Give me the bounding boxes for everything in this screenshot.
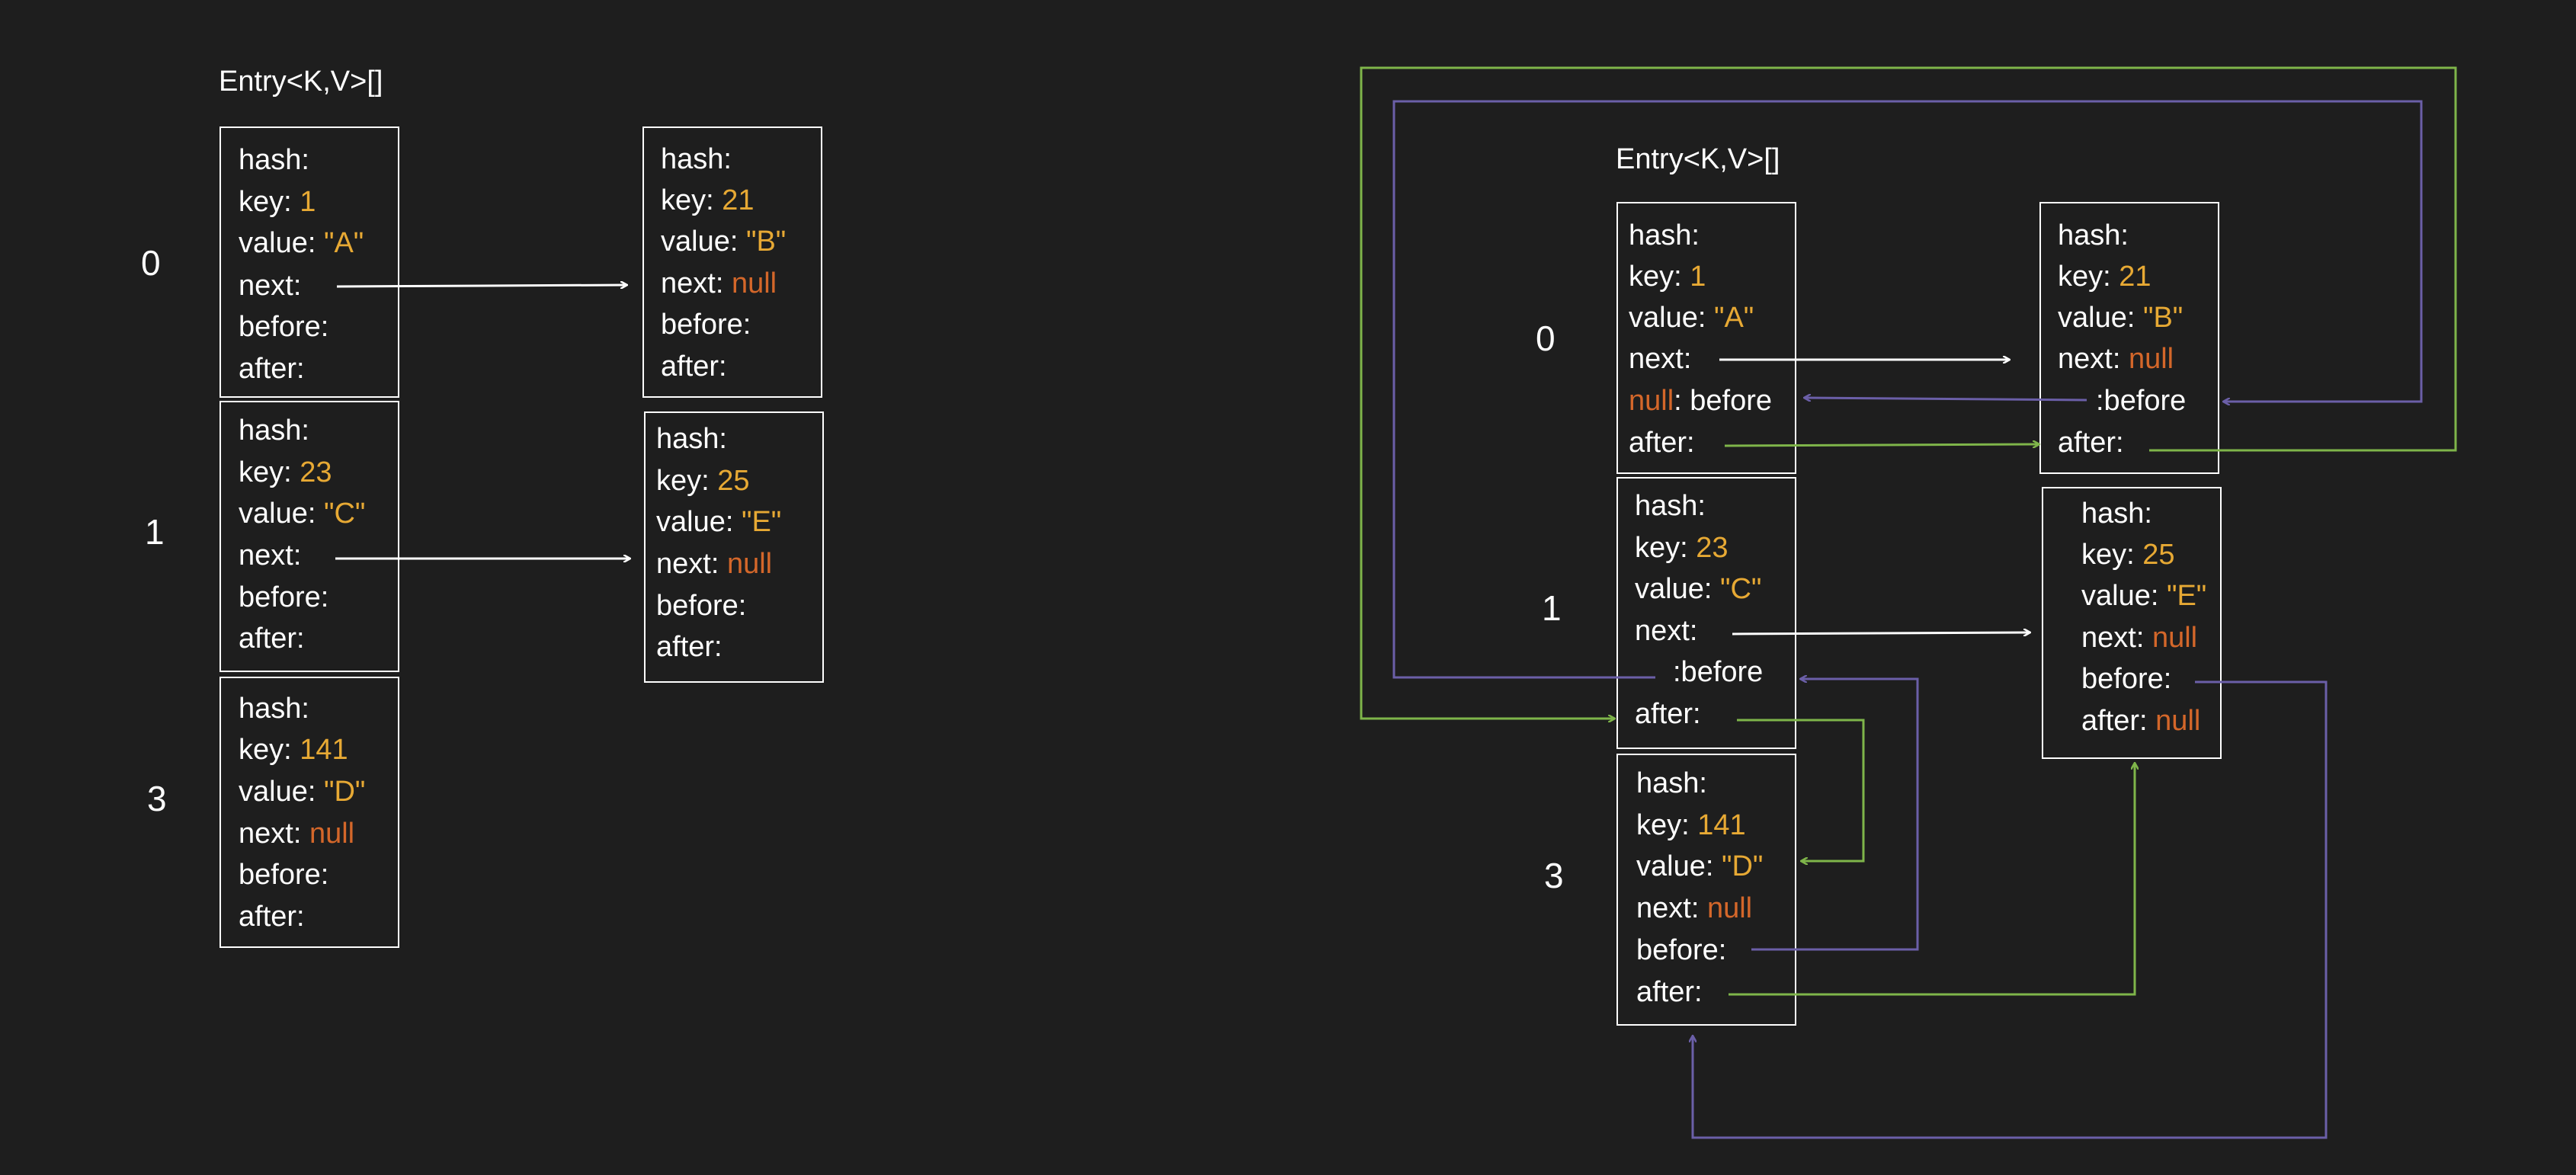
right-entry-b-before: :before (2096, 385, 2187, 417)
right-entry-b-next: next: null (2058, 343, 2174, 375)
left-entry-c-value: value: "C" (239, 498, 366, 530)
right-entry-a-next: next: (1629, 343, 1692, 375)
right-entry-a-box (1616, 202, 1796, 474)
right-entry-e-box (2042, 487, 2222, 759)
left-entry-c-key: key: 23 (239, 456, 332, 488)
right-entry-c-next: next: (1635, 615, 1698, 647)
left-entry-e-hash: hash: (656, 423, 727, 455)
right-entry-c-key: key: 23 (1635, 532, 1729, 564)
right-index-0: 0 (1536, 319, 1556, 358)
left-entry-e-box (644, 411, 824, 683)
left-entry-b-key: key: 21 (661, 184, 755, 216)
left-entry-d-next: next: null (239, 818, 355, 850)
right-entry-a-value: value: "A" (1629, 302, 1754, 334)
left-entry-a-hash: hash: (239, 144, 309, 176)
right-entry-a-before: null: before (1629, 385, 1773, 417)
right-entry-a-hash: hash: (1629, 219, 1700, 251)
right-entry-a-key: key: 1 (1629, 261, 1706, 293)
right-c-next-arrow (1732, 632, 2030, 634)
right-d-before-arrow (1751, 679, 1919, 951)
left-entry-d-value: value: "D" (239, 776, 366, 808)
right-b-before-arrow (1805, 398, 2087, 400)
left-entry-a-after: after: (239, 353, 305, 385)
right-entry-d-hash: hash: (1636, 767, 1707, 799)
right-entry-e-next: next: null (2081, 622, 2198, 654)
left-entry-b-box (642, 126, 822, 398)
left-entry-d-before: before: (239, 859, 329, 891)
right-entry-e-before: before: (2081, 663, 2172, 695)
left-entry-d-key: key: 141 (239, 734, 348, 766)
right-d-after-arrow (1729, 764, 2135, 996)
left-entry-e-before: before: (656, 590, 747, 622)
left-entry-b-after: after: (661, 351, 727, 383)
right-entry-c-value: value: "C" (1635, 573, 1762, 605)
left-entry-a-next: next: (239, 270, 302, 302)
left-index-1: 1 (145, 512, 165, 552)
right-entry-c-box (1616, 477, 1796, 749)
left-entry-b-value: value: "B" (661, 226, 787, 258)
left-entry-e-value: value: "E" (656, 506, 782, 538)
right-entry-b-key: key: 21 (2058, 261, 2151, 293)
left-entry-c-box (219, 401, 399, 672)
left-entry-c-next: next: (239, 539, 302, 571)
right-entry-d-next: next: null (1636, 892, 1753, 924)
left-entry-c-after: after: (239, 623, 305, 655)
left-entry-d-after: after: (239, 901, 305, 933)
left-entry-b-next: next: null (661, 267, 777, 299)
left-entry-d-box (219, 677, 399, 948)
right-e-before-arrow (1693, 680, 2328, 1139)
right-b-after-to-c-arrow (1360, 66, 2457, 719)
left-array-title: Entry<K,V>[] (219, 66, 383, 98)
left-entry-a-key: key: 1 (239, 186, 316, 218)
left-index-3: 3 (147, 779, 167, 818)
left-entry-e-after: after: (656, 631, 722, 663)
left-entry-e-next: next: null (656, 548, 773, 580)
left-entry-c-hash: hash: (239, 415, 309, 447)
left-entry-a-value: value: "A" (239, 227, 364, 259)
right-entry-d-before: before: (1636, 934, 1727, 966)
right-entry-a-after: after: (1629, 427, 1695, 459)
right-entry-e-key: key: 25 (2081, 539, 2175, 571)
right-a-after-arrow (1724, 444, 2039, 446)
right-entry-b-value: value: "B" (2058, 302, 2184, 334)
left-entry-a-before: before: (239, 311, 329, 343)
right-array-title: Entry<K,V>[] (1616, 143, 1780, 175)
right-entry-c-hash: hash: (1635, 490, 1706, 522)
right-entry-d-value: value: "D" (1636, 850, 1764, 882)
right-c-before-to-b-arrow (1392, 100, 2423, 679)
left-a-next-arrow (336, 285, 626, 287)
right-entry-c-before: :before (1673, 656, 1764, 688)
right-entry-e-value: value: "E" (2081, 580, 2207, 612)
left-entry-c-before: before: (239, 581, 329, 613)
left-entry-b-before: before: (661, 309, 751, 341)
right-entry-b-box (2039, 202, 2219, 474)
right-entry-e-after: after: null (2081, 705, 2201, 737)
right-c-after-arrow (1737, 719, 1865, 861)
left-entry-e-key: key: 25 (656, 465, 750, 497)
right-index-1: 1 (1542, 588, 1562, 628)
right-entry-c-after: after: (1635, 698, 1701, 730)
right-entry-d-key: key: 141 (1636, 809, 1746, 841)
right-entry-e-hash: hash: (2081, 498, 2152, 530)
left-entry-d-hash: hash: (239, 693, 309, 725)
right-entry-b-hash: hash: (2058, 219, 2129, 251)
right-entry-d-box (1616, 754, 1796, 1026)
right-entry-d-after: after: (1636, 976, 1703, 1008)
right-index-3: 3 (1544, 856, 1564, 895)
left-entry-b-hash: hash: (661, 143, 732, 175)
left-entry-a-box (219, 126, 399, 398)
right-entry-b-after: after: (2058, 427, 2124, 459)
left-index-0: 0 (141, 243, 161, 283)
